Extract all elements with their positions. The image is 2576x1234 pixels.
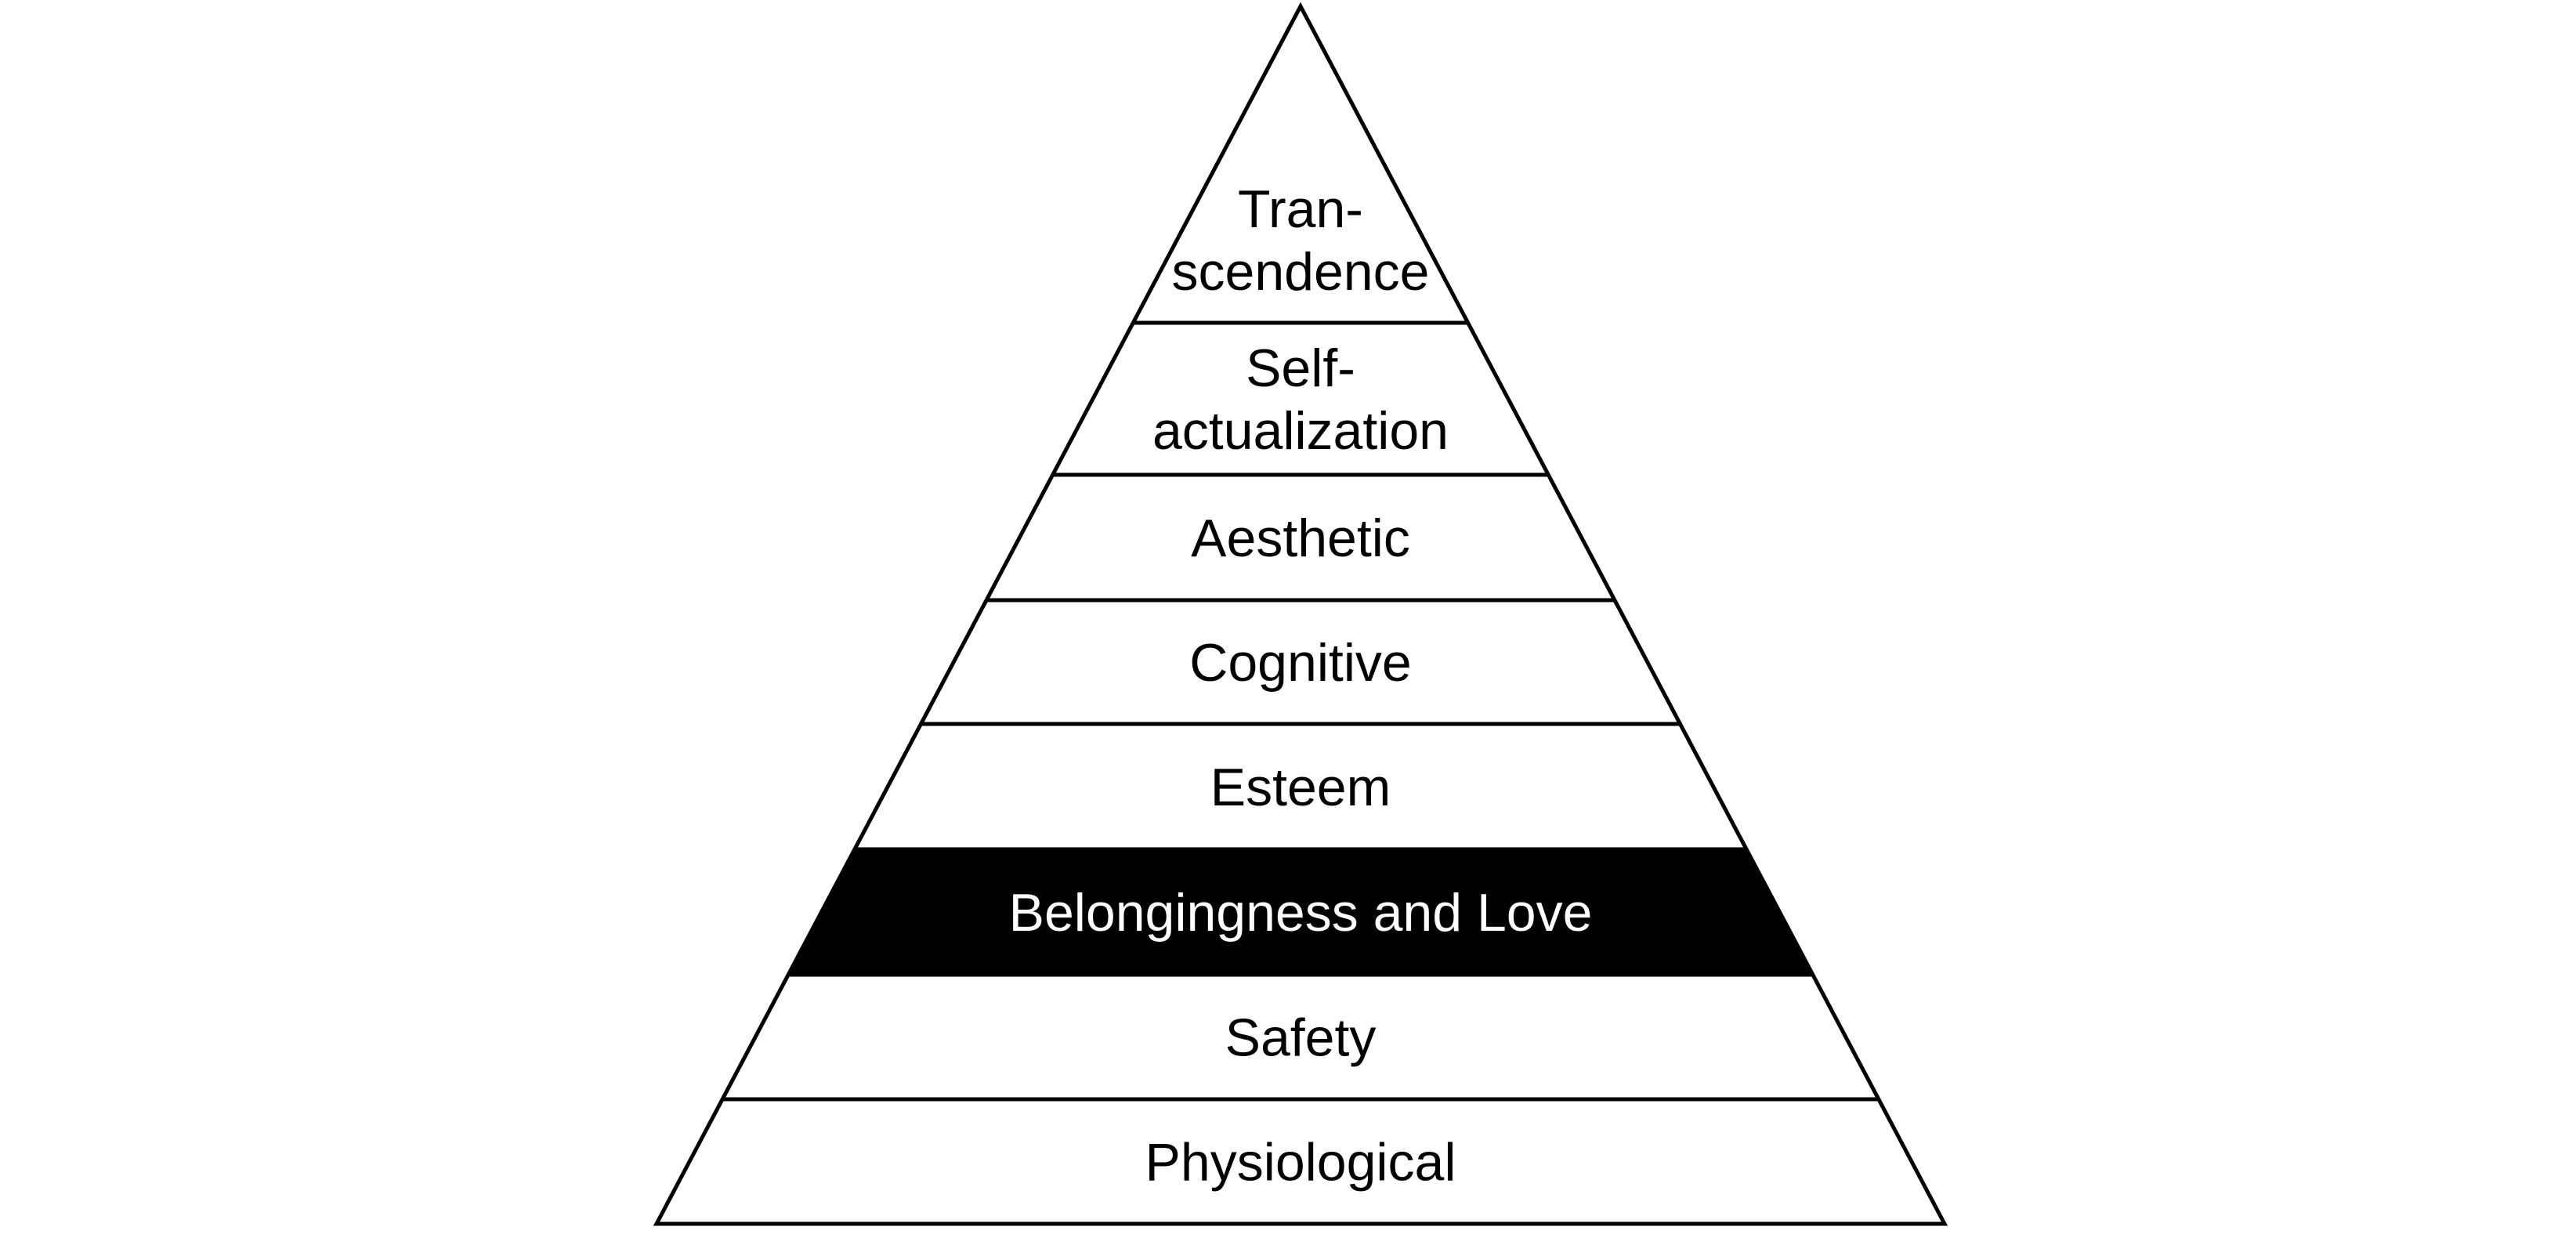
- pyramid-labels: Tran-scendenceSelf-actualizationAestheti…: [1009, 179, 1593, 1192]
- pyramid-level-label: Esteem: [1210, 758, 1391, 817]
- pyramid-level-label: Belongingness and Love: [1009, 883, 1593, 943]
- pyramid-bands: [788, 849, 1813, 975]
- pyramid-level-label: Self-actualization: [1152, 338, 1449, 461]
- pyramid-outline: [653, 2, 1948, 1226]
- pyramid-level-label-line: Belongingness and Love: [1009, 883, 1593, 943]
- pyramid-level-label-line: Physiological: [1145, 1133, 1456, 1192]
- pyramid-level-label-line: actualization: [1152, 401, 1449, 461]
- pyramid-level-label: Physiological: [1145, 1133, 1456, 1192]
- pyramid-level-label-line: Cognitive: [1189, 633, 1412, 693]
- pyramid-level-label-line: Safety: [1225, 1008, 1377, 1068]
- pyramid-level-label-line: scendence: [1172, 242, 1430, 302]
- pyramid-level-label: Cognitive: [1189, 633, 1412, 693]
- pyramid-level-label-line: Self-: [1246, 338, 1355, 398]
- pyramid-level-label-line: Aesthetic: [1191, 508, 1410, 568]
- pyramid-level-label-line: Tran-: [1238, 179, 1363, 239]
- pyramid-level-label: Tran-scendence: [1172, 179, 1430, 302]
- pyramid-dividers: [722, 320, 1879, 1102]
- pyramid-level-label-line: Esteem: [1210, 758, 1391, 817]
- pyramid-level-label: Aesthetic: [1191, 508, 1410, 568]
- pyramid-band-highlighted: [788, 849, 1813, 975]
- pyramid-level-label: Safety: [1225, 1008, 1377, 1068]
